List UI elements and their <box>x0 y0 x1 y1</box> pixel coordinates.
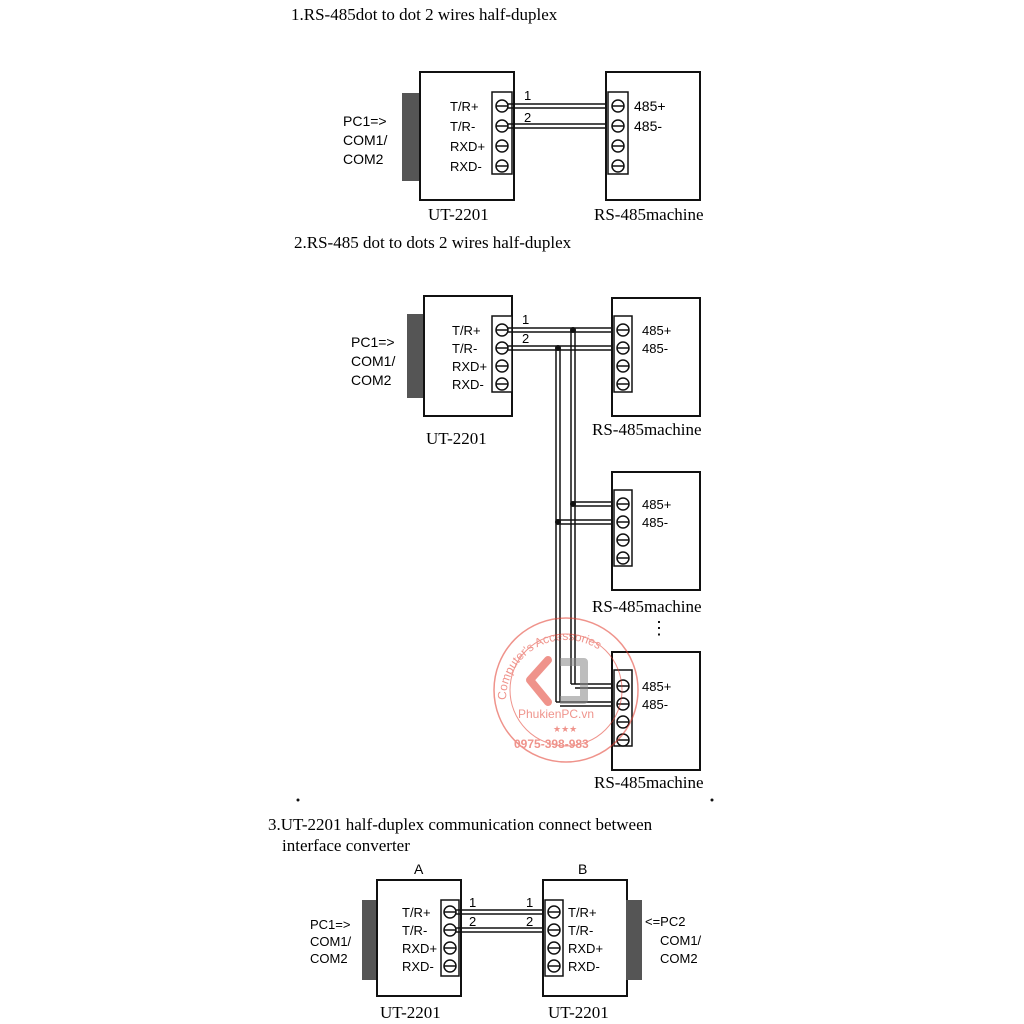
terminal-block <box>607 91 629 175</box>
pin-label-tr-plus: T/R+ <box>450 99 479 114</box>
svg-text:485-: 485- <box>642 697 668 712</box>
machine-label: RS-485machine <box>592 420 702 439</box>
section-2-bus-wires <box>508 327 618 707</box>
section-3-title-line-1: 3.UT-2201 half-duplex communication conn… <box>268 815 653 834</box>
section-1-pc-label: PC1=> COM1/ COM2 <box>343 113 387 167</box>
pin-label-rxd-minus: RXD- <box>450 159 482 174</box>
svg-text:<=PC2: <=PC2 <box>645 914 685 929</box>
svg-text:COM1/: COM1/ <box>660 933 702 948</box>
wire-label-2: 2 <box>526 914 533 929</box>
wire-label-1: 1 <box>526 895 533 910</box>
converter-model-label: UT-2201 <box>426 429 487 448</box>
section-2-machine-3: 485+ 485- RS-485machine <box>594 651 704 792</box>
machine-label: RS-485machine <box>592 597 702 616</box>
section-2-converter: T/R+ T/R- RXD+ RXD- UT-2201 <box>407 295 513 448</box>
svg-text:T/R-: T/R- <box>568 923 593 938</box>
screw-terminals <box>495 99 509 173</box>
svg-text:RXD-: RXD- <box>402 959 434 974</box>
svg-text:485+: 485+ <box>642 679 671 694</box>
svg-text:T/R+: T/R+ <box>402 905 431 920</box>
svg-text:RXD-: RXD- <box>568 959 600 974</box>
svg-text:T/R+: T/R+ <box>568 905 597 920</box>
wire-label-2: 2 <box>522 331 529 346</box>
svg-text:PC1=>: PC1=> <box>310 917 350 932</box>
pin-label-tr-minus: T/R- <box>450 119 475 134</box>
section-3-pc2-label: <=PC2 COM1/ COM2 <box>645 914 702 966</box>
converter-a-header: A <box>414 861 424 877</box>
watermark-site: PhukienPC.vn <box>518 707 594 721</box>
svg-text:RXD+: RXD+ <box>402 941 437 956</box>
section-1-machine: 485+ 485- RS-485machine <box>594 71 704 224</box>
section-1-title: 1.RS-485dot to dot 2 wires half-duplex <box>291 5 558 24</box>
section-3-title-line-2: interface converter <box>282 836 410 855</box>
svg-text:PC1=>: PC1=> <box>351 334 395 350</box>
svg-text:485-: 485- <box>642 515 668 530</box>
db9-connector <box>626 900 642 980</box>
pin-label-485-minus: 485- <box>634 118 662 134</box>
section-1-wires <box>508 103 612 129</box>
svg-text:COM1/: COM1/ <box>351 353 395 369</box>
stray-mark <box>296 798 300 802</box>
db9-connector <box>407 314 425 398</box>
wire-label-1: 1 <box>522 312 529 327</box>
terminal-block <box>491 91 513 175</box>
machine-label: RS-485machine <box>594 205 704 224</box>
svg-text:485+: 485+ <box>642 323 671 338</box>
svg-text:485+: 485+ <box>642 497 671 512</box>
db9-connector <box>362 900 378 980</box>
wire-label-1: 1 <box>469 895 476 910</box>
converter-model-label: UT-2201 <box>548 1003 609 1022</box>
wire-label-1: 1 <box>524 88 531 103</box>
svg-text:RXD+: RXD+ <box>452 359 487 374</box>
section-2-machine-2: 485+ 485- RS-485machine <box>592 471 702 616</box>
section-2-title: 2.RS-485 dot to dots 2 wires half-duplex <box>294 233 572 252</box>
svg-text:T/R-: T/R- <box>452 341 477 356</box>
svg-text:RXD+: RXD+ <box>568 941 603 956</box>
svg-text:COM2: COM2 <box>310 951 348 966</box>
svg-text:485-: 485- <box>642 341 668 356</box>
stray-mark <box>710 798 714 802</box>
terminal-block <box>440 899 460 977</box>
pin-label-485-plus: 485+ <box>634 98 666 114</box>
db9-connector <box>402 93 420 181</box>
section-3-wires <box>456 909 550 933</box>
section-3-pc1-label: PC1=> COM1/ COM2 <box>310 917 352 966</box>
converter-b-header: B <box>578 861 587 877</box>
wire-label-2: 2 <box>524 110 531 125</box>
ellipsis-more-machines: ⋮ <box>650 618 668 638</box>
terminal-block <box>544 899 564 977</box>
section-2-machine-1: 485+ 485- RS-485machine <box>592 297 702 439</box>
section-3-converter-b: T/R+ T/R- RXD+ RXD- UT-2201 <box>542 879 642 1022</box>
section-3-converter-a: T/R+ T/R- RXD+ RXD- UT-2201 <box>362 879 462 1022</box>
bus-junction-dots <box>555 327 576 525</box>
svg-text:RXD-: RXD- <box>452 377 484 392</box>
svg-text:T/R+: T/R+ <box>452 323 481 338</box>
svg-text:PC1=>: PC1=> <box>343 113 387 129</box>
watermark-phone: 0975-398-983 <box>514 737 589 751</box>
section-2-pc-label: PC1=> COM1/ COM2 <box>351 334 395 388</box>
watermark-stars: ★★★ <box>553 724 577 734</box>
converter-model-label: UT-2201 <box>380 1003 441 1022</box>
pin-label-rxd-plus: RXD+ <box>450 139 485 154</box>
svg-text:COM2: COM2 <box>343 151 384 167</box>
svg-text:COM2: COM2 <box>660 951 698 966</box>
svg-text:COM1/: COM1/ <box>310 934 352 949</box>
machine-label: RS-485machine <box>594 773 704 792</box>
svg-text:COM1/: COM1/ <box>343 132 387 148</box>
section-1-converter: T/R+ T/R- RXD+ RXD- UT-2201 <box>402 71 515 224</box>
converter-model-label: UT-2201 <box>428 205 489 224</box>
svg-text:T/R-: T/R- <box>402 923 427 938</box>
svg-text:COM2: COM2 <box>351 372 392 388</box>
wire-label-2: 2 <box>469 914 476 929</box>
